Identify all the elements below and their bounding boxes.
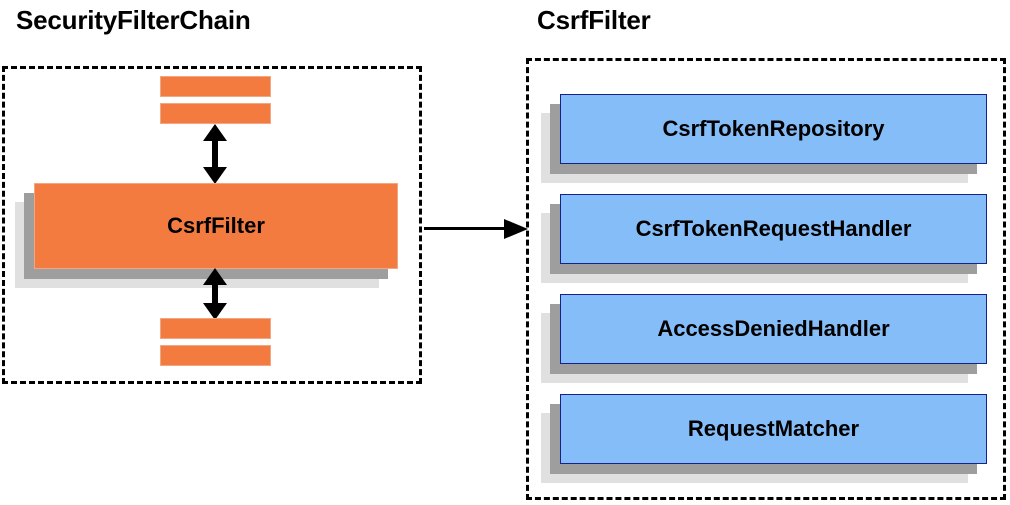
bidirectional-arrow-above <box>203 124 227 184</box>
collaborator-box-csrf-token-repository: CsrfTokenRepository <box>541 94 987 183</box>
arrow-head-up-icon <box>203 124 227 141</box>
filter-bar-above-1 <box>160 76 271 97</box>
arrow-stem <box>212 134 218 174</box>
csrf-filter-box-face: CsrfFilter <box>34 183 398 269</box>
filter-bar-above-2 <box>160 103 271 124</box>
security-filter-chain-panel <box>2 66 422 384</box>
collaborator-box-face: RequestMatcher <box>560 394 987 464</box>
arrow-head-down-icon <box>203 167 227 184</box>
filter-bar-face <box>160 318 271 339</box>
collaborator-box-label: CsrfTokenRepository <box>662 116 885 141</box>
arrow-head-right-icon <box>504 219 528 239</box>
collaborator-box-csrf-token-request-handler: CsrfTokenRequestHandler <box>541 194 987 283</box>
csrf-filter-box: CsrfFilter <box>15 183 398 288</box>
bidirectional-arrow-below <box>203 268 227 320</box>
connector-stem <box>424 227 508 230</box>
filter-bar-below-1 <box>160 318 271 339</box>
collaborator-box-access-denied-handler: AccessDeniedHandler <box>541 294 987 383</box>
security-filter-chain-title: SecurityFilterChain <box>16 5 251 35</box>
collaborator-box-label: AccessDeniedHandler <box>657 316 890 341</box>
panel-connector-arrow <box>424 219 528 239</box>
csrf-filter-title: CsrfFilter <box>537 5 651 35</box>
filter-bar-face <box>160 76 271 97</box>
arrow-head-down-icon <box>203 303 227 320</box>
collaborator-box-face: CsrfTokenRequestHandler <box>560 194 987 264</box>
collaborator-box-face: CsrfTokenRepository <box>560 94 987 164</box>
collaborator-box-face: AccessDeniedHandler <box>560 294 987 364</box>
filter-bar-below-2 <box>160 345 271 366</box>
filter-bar-face <box>160 103 271 124</box>
arrow-stem <box>212 278 218 310</box>
csrf-filter-box-label: CsrfFilter <box>167 213 265 238</box>
filter-bar-face <box>160 345 271 366</box>
csrf-filter-detail-panel <box>526 58 1006 500</box>
collaborator-box-label: RequestMatcher <box>687 416 860 441</box>
arrow-head-up-icon <box>203 268 227 285</box>
collaborator-box-request-matcher: RequestMatcher <box>541 394 987 483</box>
collaborator-box-label: CsrfTokenRequestHandler <box>635 216 912 241</box>
